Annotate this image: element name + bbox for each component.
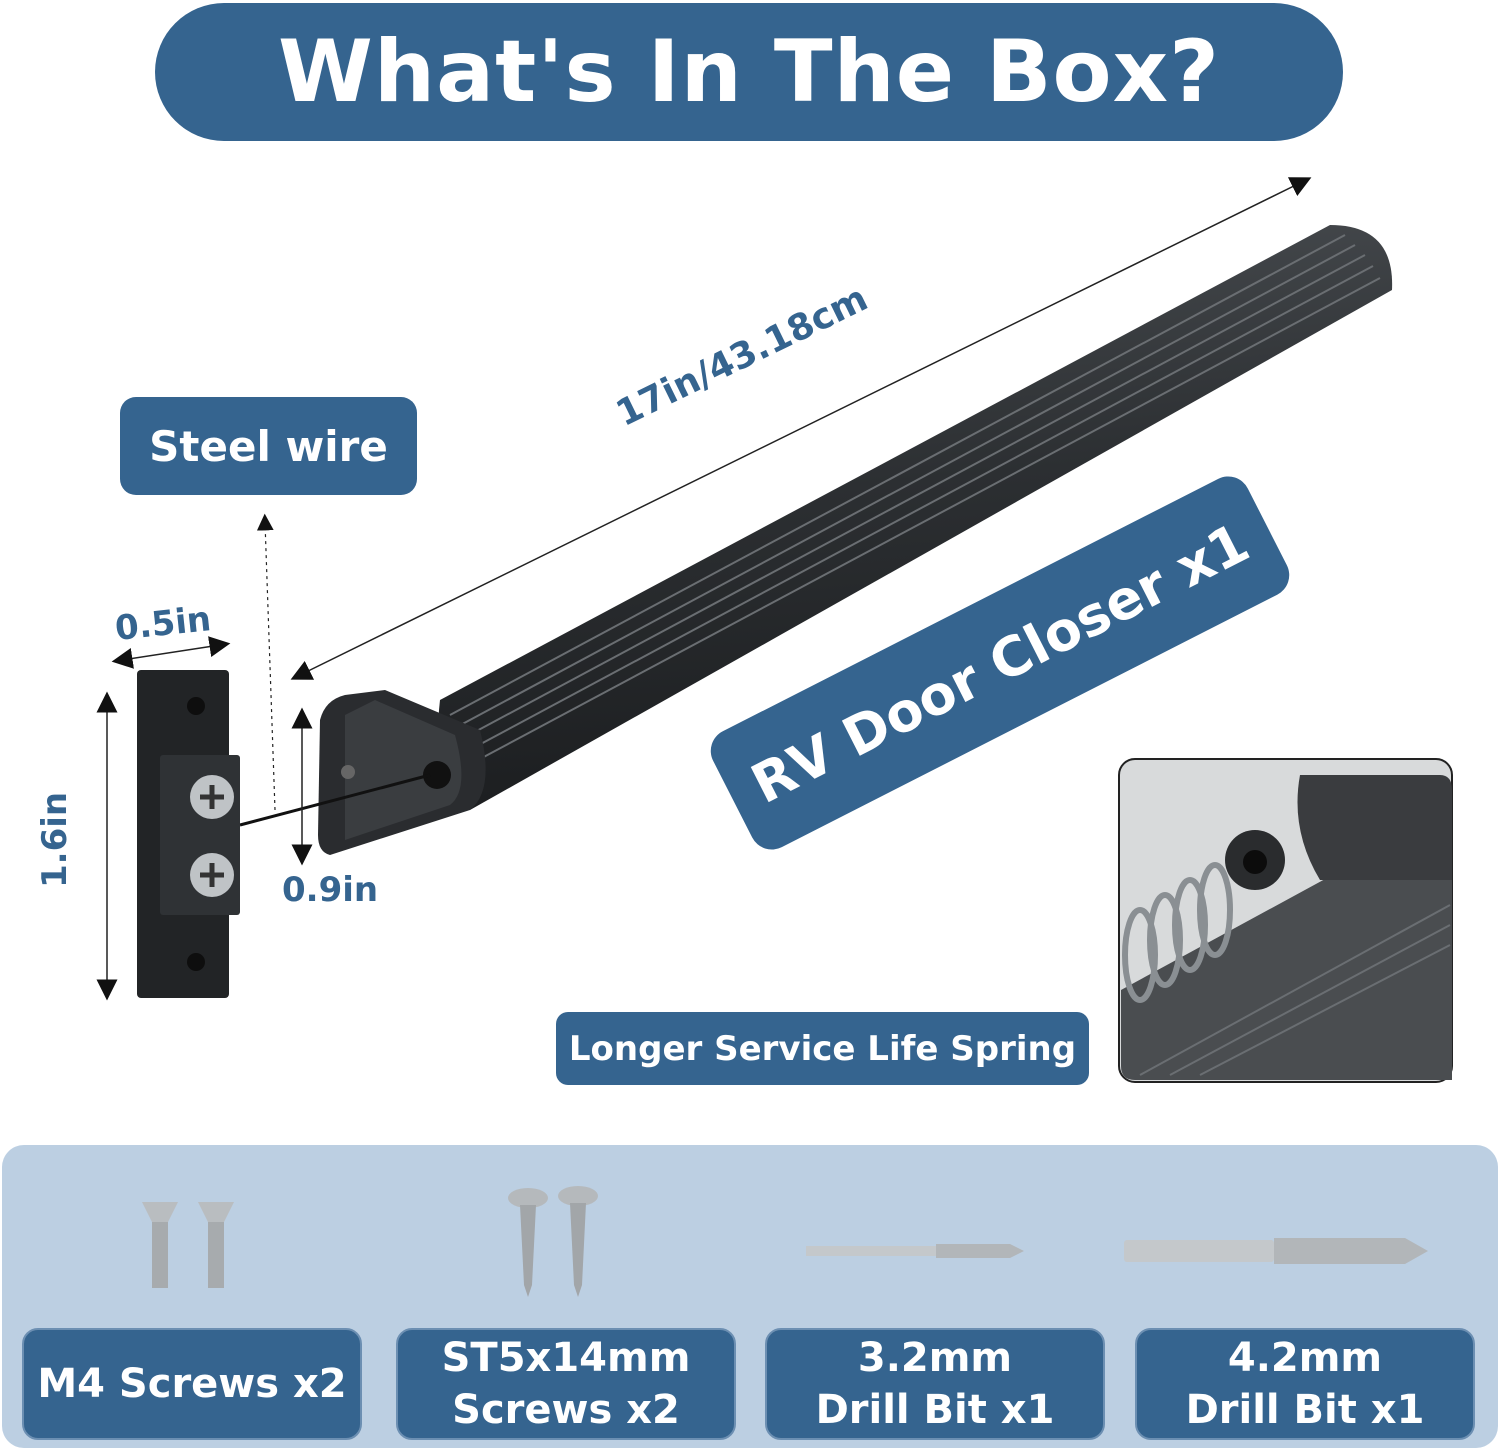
steel-wire-label: Steel wire	[120, 397, 417, 495]
part-label-m4-screws: M4 Screws x2	[22, 1328, 362, 1440]
drill-bit-32-image	[806, 1244, 1024, 1258]
spring-label: Longer Service Life Spring	[556, 1012, 1089, 1085]
steel-wire-pointer	[256, 513, 276, 811]
bracket-width-line	[111, 636, 231, 669]
part-label-line1: ST5x14mm	[441, 1335, 691, 1381]
wire-bracket	[137, 670, 240, 998]
part-label-line1: M4 Screws x2	[37, 1361, 347, 1407]
tube-height-label: 0.9in	[282, 870, 379, 910]
door-closer-tube	[318, 225, 1393, 855]
part-label-st5-screws: ST5x14mm Screws x2	[396, 1328, 736, 1440]
part-label-line2: Screws x2	[452, 1387, 680, 1433]
steel-wire	[239, 773, 431, 827]
drill-bit-42-image	[1124, 1238, 1428, 1264]
part-label-drill-bit-42: 4.2mm Drill Bit x1	[1135, 1328, 1475, 1440]
st5-screws-image	[508, 1186, 598, 1297]
spring-closeup-image	[1118, 758, 1453, 1083]
page-title: What's In The Box?	[155, 3, 1343, 141]
part-label-line2: Drill Bit x1	[815, 1387, 1055, 1433]
part-label-drill-bit-32: 3.2mm Drill Bit x1	[765, 1328, 1105, 1440]
part-label-line1: 4.2mm	[1227, 1335, 1383, 1381]
part-label-line2: Drill Bit x1	[1185, 1387, 1425, 1433]
m4-screws-image	[142, 1202, 234, 1288]
length-dimension-line	[290, 177, 1312, 680]
part-label-line1: 3.2mm	[857, 1335, 1013, 1381]
